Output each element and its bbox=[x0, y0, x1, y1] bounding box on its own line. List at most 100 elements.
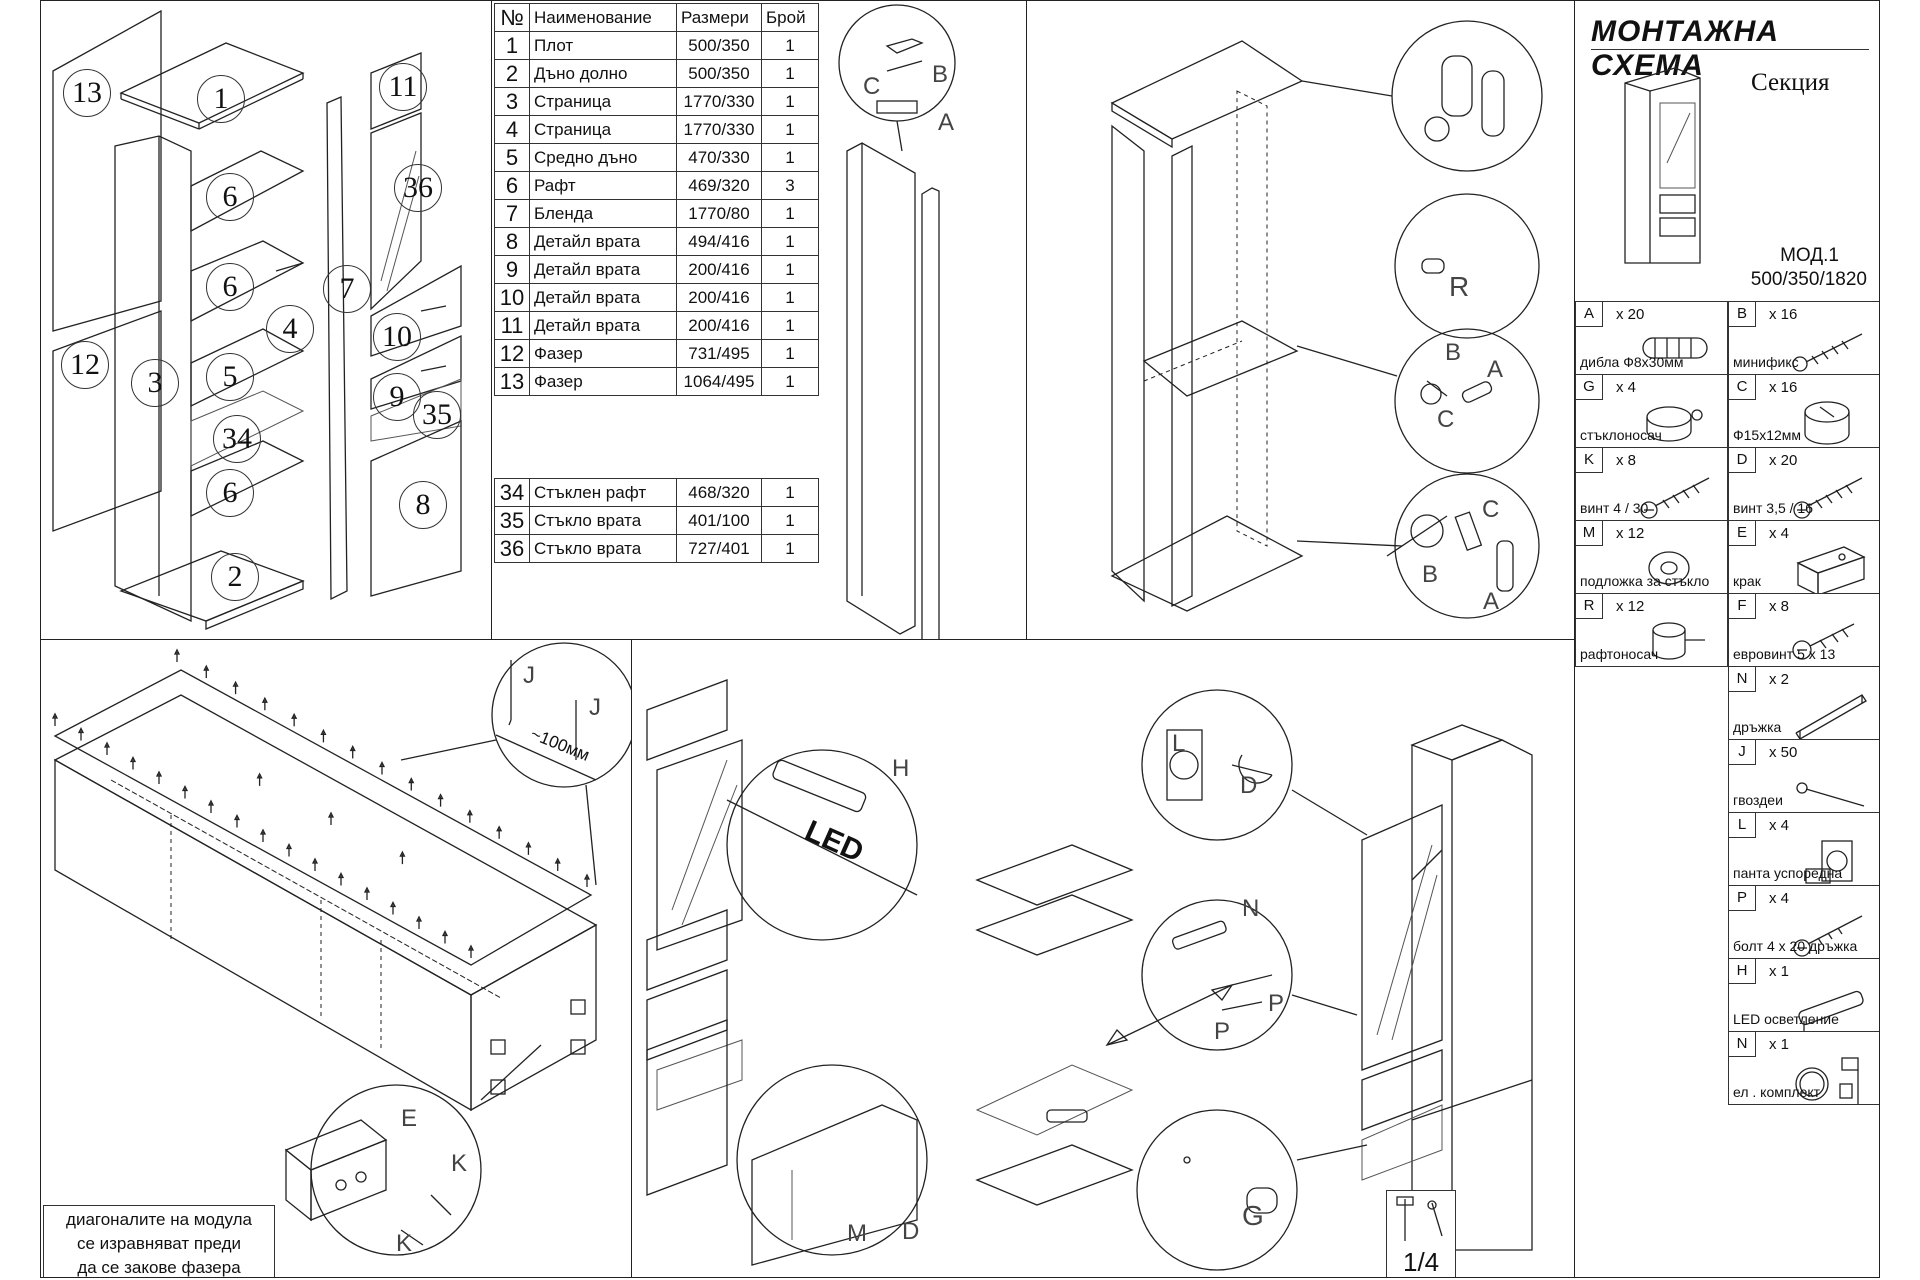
row-name: Фазер bbox=[529, 339, 677, 368]
row-number: 3 bbox=[494, 87, 530, 116]
detail-label-a3: A bbox=[1483, 588, 1500, 615]
part-label-13: 13 bbox=[63, 69, 111, 117]
electric-kit-icon bbox=[1795, 1057, 1859, 1104]
cabinet-thumbnail bbox=[1624, 67, 1701, 264]
hardware-name: минификс bbox=[1733, 354, 1799, 370]
row-qty: 1 bbox=[761, 367, 819, 396]
row-name: Фазер bbox=[529, 367, 677, 396]
row-qty: 1 bbox=[761, 59, 819, 88]
row-qty: 1 bbox=[761, 199, 819, 228]
row-name: Бленда bbox=[529, 199, 677, 228]
row-number: 5 bbox=[494, 143, 530, 172]
hardware-name: панта успоредна bbox=[1733, 865, 1843, 881]
hardware-qty: x 16 bbox=[1769, 306, 1798, 323]
panel-exploded-parts: 13 1 6 6 4 3 12 5 34 6 2 7 11 36 10 9 35… bbox=[40, 0, 492, 640]
part-label-7: 7 bbox=[323, 265, 371, 313]
detail-label-p1: P bbox=[1214, 1018, 1231, 1045]
part-label-35: 35 bbox=[413, 391, 461, 439]
tools-icon bbox=[1396, 1196, 1443, 1241]
handle-icon bbox=[1795, 694, 1867, 739]
row-name: Детайл врата bbox=[529, 311, 677, 340]
assembly-note: диагоналите на модула се изравняват пред… bbox=[43, 1205, 275, 1277]
part-label-6b: 6 bbox=[206, 263, 254, 311]
row-size: 469/320 bbox=[676, 171, 762, 200]
row-name: Плот bbox=[529, 31, 677, 60]
part-label-3: 3 bbox=[131, 359, 179, 407]
led-light-icon bbox=[1798, 990, 1864, 1031]
hardware-qty: x 12 bbox=[1616, 525, 1645, 542]
row-size: 468/320 bbox=[676, 478, 762, 507]
row-size: 200/416 bbox=[676, 283, 762, 312]
row-name: Детайл врата bbox=[529, 227, 677, 256]
row-size: 1770/330 bbox=[676, 87, 762, 116]
shelf-pin-icon bbox=[1652, 622, 1705, 660]
row-qty: 1 bbox=[761, 87, 819, 116]
glass-holder-icon bbox=[1646, 406, 1703, 442]
detail-label-a2: A bbox=[1487, 356, 1504, 383]
hardware-qty: x 8 bbox=[1769, 598, 1790, 615]
hardware-qty: x 1 bbox=[1769, 963, 1790, 980]
row-qty: 1 bbox=[761, 227, 819, 256]
hardware-code: D bbox=[1729, 448, 1756, 473]
row-qty: 1 bbox=[761, 283, 819, 312]
hardware-qty: x 50 bbox=[1769, 744, 1798, 761]
minifix-bolt-icon bbox=[1792, 333, 1863, 372]
screw-icon bbox=[1640, 477, 1710, 519]
row-number: 36 bbox=[494, 534, 530, 563]
screw-icon bbox=[1793, 477, 1863, 519]
row-number: 35 bbox=[494, 506, 530, 535]
panel-doors: H LED M D L D N P P G 1/4 bbox=[631, 639, 1575, 1278]
part-label-12: 12 bbox=[61, 341, 109, 389]
foot-icon bbox=[1796, 546, 1866, 593]
detail-label-e: E bbox=[401, 1105, 418, 1132]
row-size: 727/401 bbox=[676, 534, 762, 563]
row-size: 500/350 bbox=[676, 31, 762, 60]
hardware-qty: x 8 bbox=[1616, 452, 1637, 469]
hardware-qty: x 20 bbox=[1616, 306, 1645, 323]
hardware-code: C bbox=[1729, 375, 1756, 400]
subtitle: Секция bbox=[1751, 69, 1830, 96]
col-number: № bbox=[494, 3, 530, 32]
detail-label-r: R bbox=[1449, 271, 1470, 302]
row-name: Стъклен рафт bbox=[529, 478, 677, 507]
row-size: 1770/330 bbox=[676, 115, 762, 144]
note-line-2: се изравняват преди bbox=[76, 1234, 242, 1253]
panel-back-panel: J J ~100мм E K K диагоналите на модула с… bbox=[40, 639, 632, 1278]
row-number: 10 bbox=[494, 283, 530, 312]
hardware-qty: x 4 bbox=[1769, 525, 1790, 542]
row-size: 494/416 bbox=[676, 227, 762, 256]
row-name: Стъкло врата bbox=[529, 534, 677, 563]
cam-lock-icon bbox=[1804, 401, 1850, 445]
hardware-code: H bbox=[1729, 959, 1756, 984]
row-size: 200/416 bbox=[676, 311, 762, 340]
note-line-1: диагоналите на модула bbox=[66, 1210, 252, 1229]
row-number: 34 bbox=[494, 478, 530, 507]
row-name: Страница bbox=[529, 87, 677, 116]
detail-label-m: M bbox=[847, 1220, 867, 1247]
back-panel-drawing bbox=[51, 642, 631, 1256]
hardware-name: крак bbox=[1733, 573, 1761, 589]
hardware-code: K bbox=[1576, 448, 1603, 473]
panel-carcass-assembly: R B A C C B A bbox=[1026, 0, 1575, 640]
hardware-code: R bbox=[1576, 594, 1603, 619]
part-label-10: 10 bbox=[373, 313, 421, 361]
row-qty: 1 bbox=[761, 115, 819, 144]
row-qty: 3 bbox=[761, 171, 819, 200]
row-number: 11 bbox=[494, 311, 530, 340]
row-size: 401/100 bbox=[676, 506, 762, 535]
page-number: 1/4 bbox=[1403, 1247, 1440, 1277]
